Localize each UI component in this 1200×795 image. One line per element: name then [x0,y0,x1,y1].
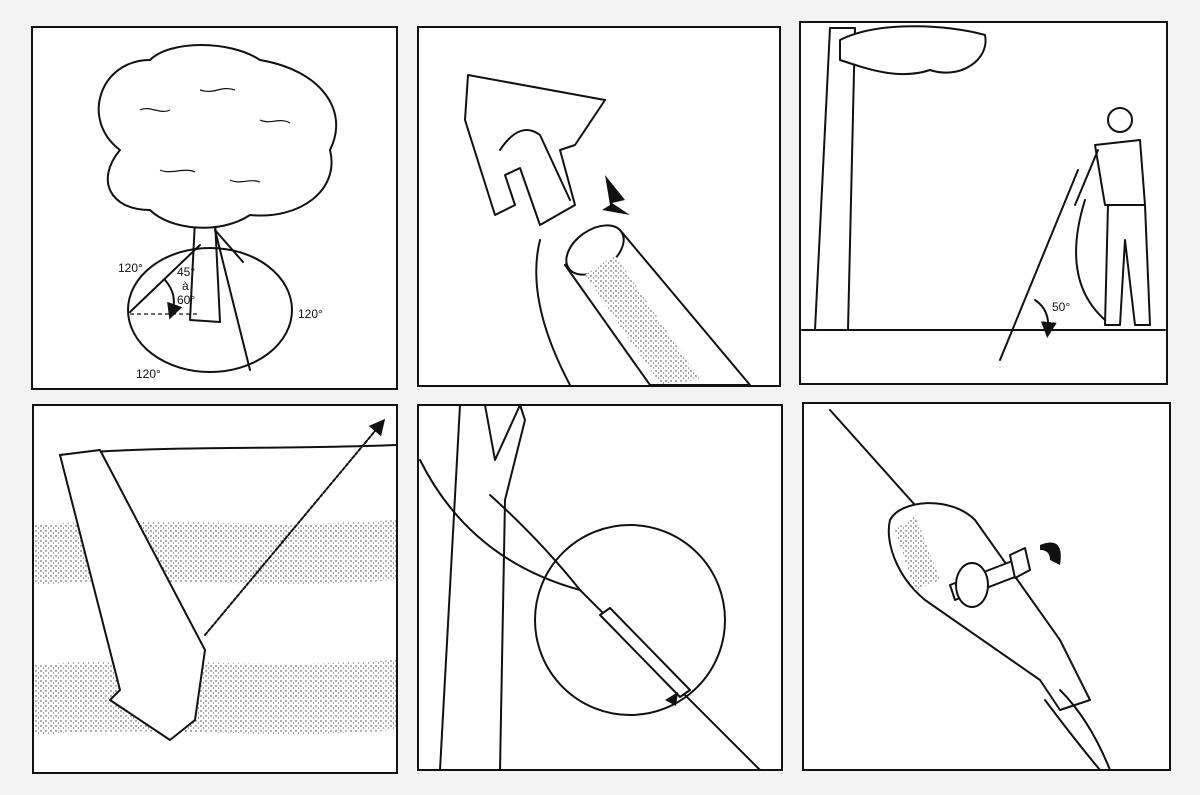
panel-3-drive-anchor: 50° [799,21,1168,385]
cable [204,418,386,636]
tree-illustration [97,44,338,323]
anchor-plate [59,449,206,741]
arrow-icon [665,692,678,706]
panel-6-tensioner [802,402,1171,771]
drive-rod [999,169,1079,361]
angle-label-bottom: 120° [136,367,161,381]
angle-label-left: 120° [118,261,143,275]
winding-drum [955,562,989,608]
panel-2-insert-anchor [417,26,781,387]
angle-label-tilt-45: 45° [177,265,195,279]
rotate-arrow-icon [1040,542,1061,565]
direction-arrow-icon [602,175,630,215]
soil-layer-2 [34,660,396,735]
angle-label-50: 50° [1052,300,1070,314]
tree-trunk [439,404,526,771]
panel-1-anchor-layout: 120° 45° à 60° 120° 120° [31,26,398,390]
angle-label-tilt-a: à [182,279,189,293]
tensioner-frame [887,502,1091,711]
guy-line-3 [214,229,244,263]
guy-line-1 [129,244,201,313]
cable [419,459,761,771]
angle-label-right: 120° [298,307,323,321]
anchor-circle [127,247,293,373]
turnbuckle [599,607,691,698]
panel-5-cable-around-tree [417,404,783,771]
man-figure [1074,107,1151,326]
detail-circle [534,524,726,716]
panel-4-anchor-in-soil [32,404,398,774]
guy-line-2 [214,229,251,371]
angle-label-tilt-60: 60° [177,293,195,307]
anchor-plate [464,74,606,226]
